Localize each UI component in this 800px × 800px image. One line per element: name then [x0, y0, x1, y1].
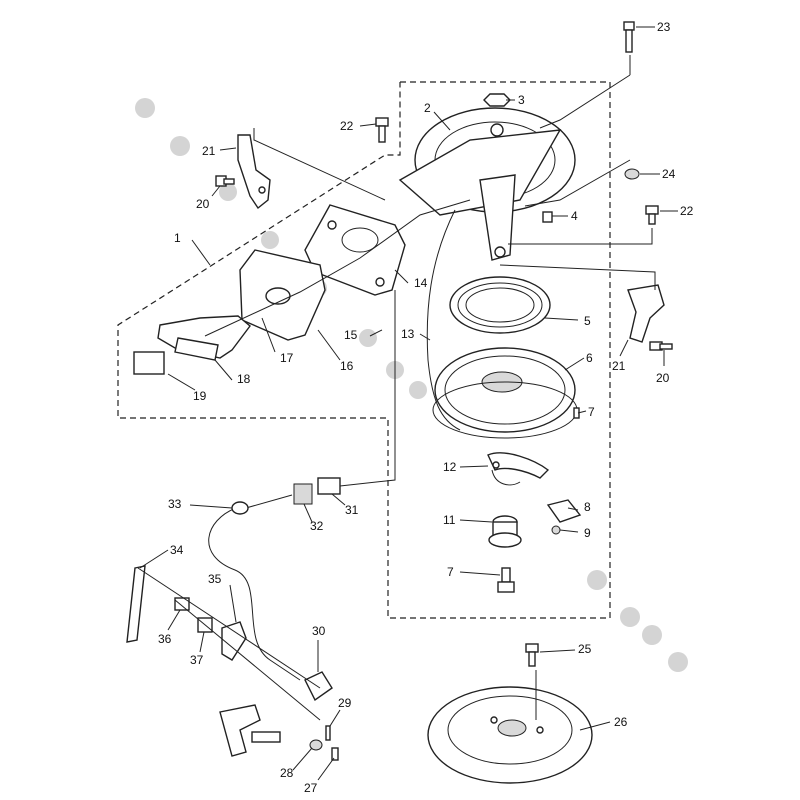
label-19: 19 — [193, 389, 207, 403]
label-23: 23 — [657, 20, 671, 34]
label-12: 12 — [443, 460, 457, 474]
label-35: 35 — [208, 572, 222, 586]
label-13: 13 — [401, 327, 415, 341]
label-7-upper: 7 — [588, 405, 595, 419]
label-11: 11 — [443, 513, 456, 527]
label-29: 29 — [338, 696, 352, 710]
label-32: 32 — [310, 519, 324, 533]
lock-shaft — [219, 704, 281, 757]
screw — [649, 341, 673, 351]
label-36: 36 — [158, 632, 172, 646]
spring — [551, 525, 561, 535]
label-7-lower: 7 — [447, 565, 454, 579]
label-34: 34 — [170, 543, 184, 557]
label-5: 5 — [584, 314, 591, 328]
grommet — [239, 249, 326, 341]
label-27: 27 — [304, 781, 318, 795]
label-20-right: 20 — [656, 371, 670, 385]
label-20-left: 20 — [196, 197, 210, 211]
label-33: 33 — [168, 497, 182, 511]
pin — [325, 725, 331, 741]
screw — [215, 175, 235, 187]
bracket — [237, 134, 271, 210]
spring — [293, 483, 313, 505]
handle-stopper — [133, 351, 165, 375]
link — [221, 621, 247, 661]
lever — [126, 565, 146, 643]
label-3: 3 — [518, 93, 525, 107]
label-21-left: 21 — [202, 144, 216, 158]
label-26: 26 — [614, 715, 628, 729]
label-16: 16 — [340, 359, 354, 373]
label-31: 31 — [345, 503, 359, 517]
label-22-right: 22 — [680, 204, 694, 218]
label-8: 8 — [584, 500, 591, 514]
bracket — [627, 284, 665, 343]
starter-pulley — [427, 686, 593, 784]
pin — [331, 747, 339, 761]
washer — [624, 168, 640, 180]
label-6: 6 — [586, 351, 593, 365]
label-28: 28 — [280, 766, 294, 780]
bolt — [375, 117, 389, 143]
pulley — [432, 347, 578, 439]
label-21-right: 21 — [612, 359, 626, 373]
pawl — [546, 499, 582, 523]
label-22-top: 22 — [340, 119, 354, 133]
bolt — [497, 567, 515, 593]
starter-handle — [157, 315, 251, 361]
handle-guide — [304, 204, 406, 296]
part-labels: 23 3 2 22 21 20 24 4 22 1 14 5 15 13 21 … — [158, 20, 694, 795]
label-18: 18 — [237, 372, 251, 386]
label-4: 4 — [571, 209, 578, 223]
spiral-spring — [449, 276, 551, 334]
bolt — [174, 597, 190, 611]
nut — [483, 93, 511, 107]
label-1: 1 — [174, 231, 181, 245]
label-14: 14 — [414, 276, 428, 290]
drive-plate — [488, 515, 522, 548]
bolt — [525, 643, 539, 667]
label-15: 15 — [344, 328, 358, 342]
bolt — [645, 205, 659, 225]
label-2: 2 — [424, 101, 431, 115]
washer — [309, 739, 323, 751]
bracket — [304, 671, 333, 702]
label-25: 25 — [578, 642, 592, 656]
label-24: 24 — [662, 167, 676, 181]
bolt — [542, 211, 553, 223]
assembly-boundary — [117, 81, 611, 619]
label-17: 17 — [280, 351, 294, 365]
label-30: 30 — [312, 624, 326, 638]
cable-cap — [317, 477, 341, 495]
bolt — [623, 21, 635, 53]
leader-lines — [137, 26, 678, 781]
ratchet — [487, 452, 550, 486]
label-9: 9 — [584, 526, 591, 540]
starter-lock-cable — [208, 494, 301, 681]
starter-housing — [398, 107, 576, 261]
starter-cord — [204, 199, 471, 431]
label-37: 37 — [190, 653, 204, 667]
